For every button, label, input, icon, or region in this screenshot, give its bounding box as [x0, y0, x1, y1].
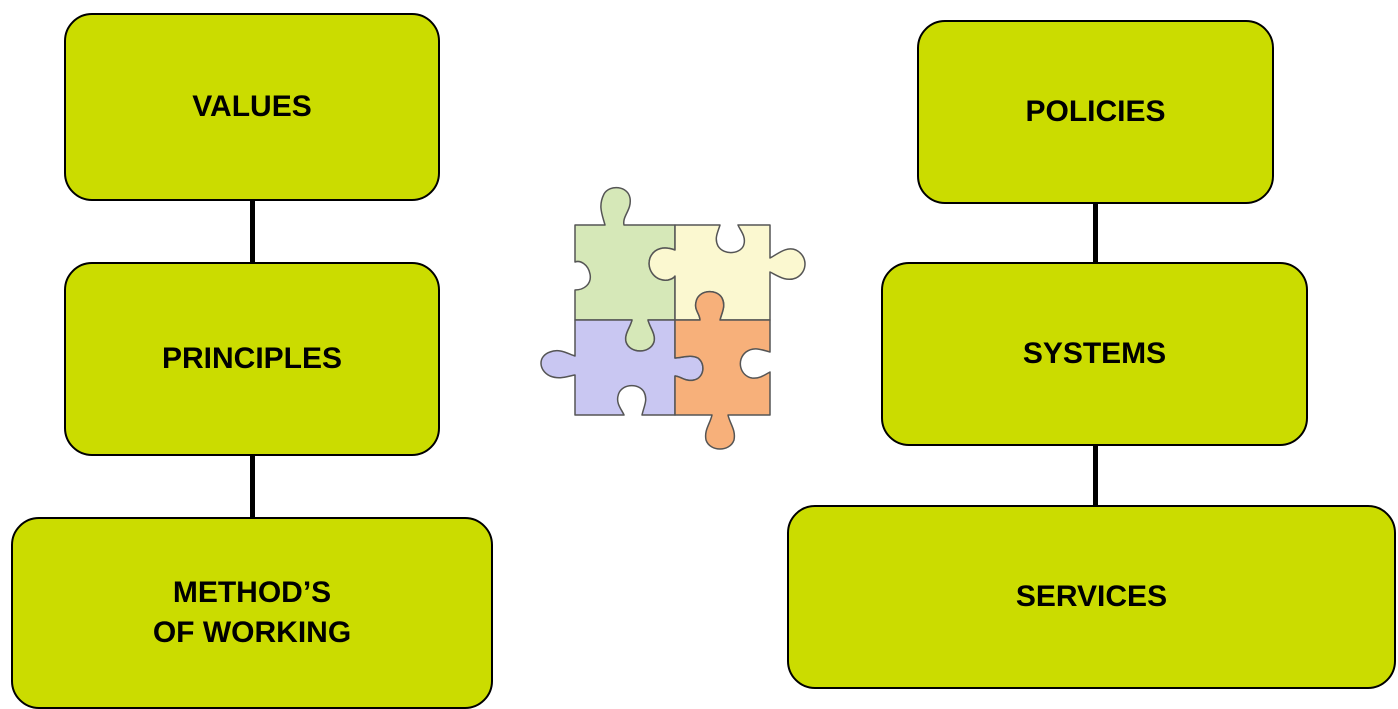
systems-label: SYSTEMS: [1022, 337, 1167, 370]
policies-box: POLICIES: [917, 20, 1274, 204]
method-of-working-label: METHOD’S OF WORKING: [152, 576, 352, 649]
services-box: SERVICES: [787, 505, 1396, 689]
connector-systems-services: [1093, 446, 1098, 505]
principles-label: PRINCIPLES: [161, 342, 343, 375]
puzzle-pieces-icon: [540, 186, 806, 450]
systems-box: SYSTEMS: [881, 262, 1308, 446]
policies-label: POLICIES: [1025, 95, 1166, 128]
principles-box: PRINCIPLES: [64, 262, 440, 456]
services-label: SERVICES: [1015, 580, 1168, 613]
method-of-working-box: METHOD’S OF WORKING: [11, 517, 493, 709]
values-box: VALUES: [64, 13, 440, 201]
values-label: VALUES: [192, 90, 312, 123]
connector-values-principles: [250, 201, 255, 262]
connector-principles-method: [250, 456, 255, 517]
puzzle-piece-orange: [674, 290, 771, 450]
connector-policies-systems: [1093, 204, 1098, 262]
